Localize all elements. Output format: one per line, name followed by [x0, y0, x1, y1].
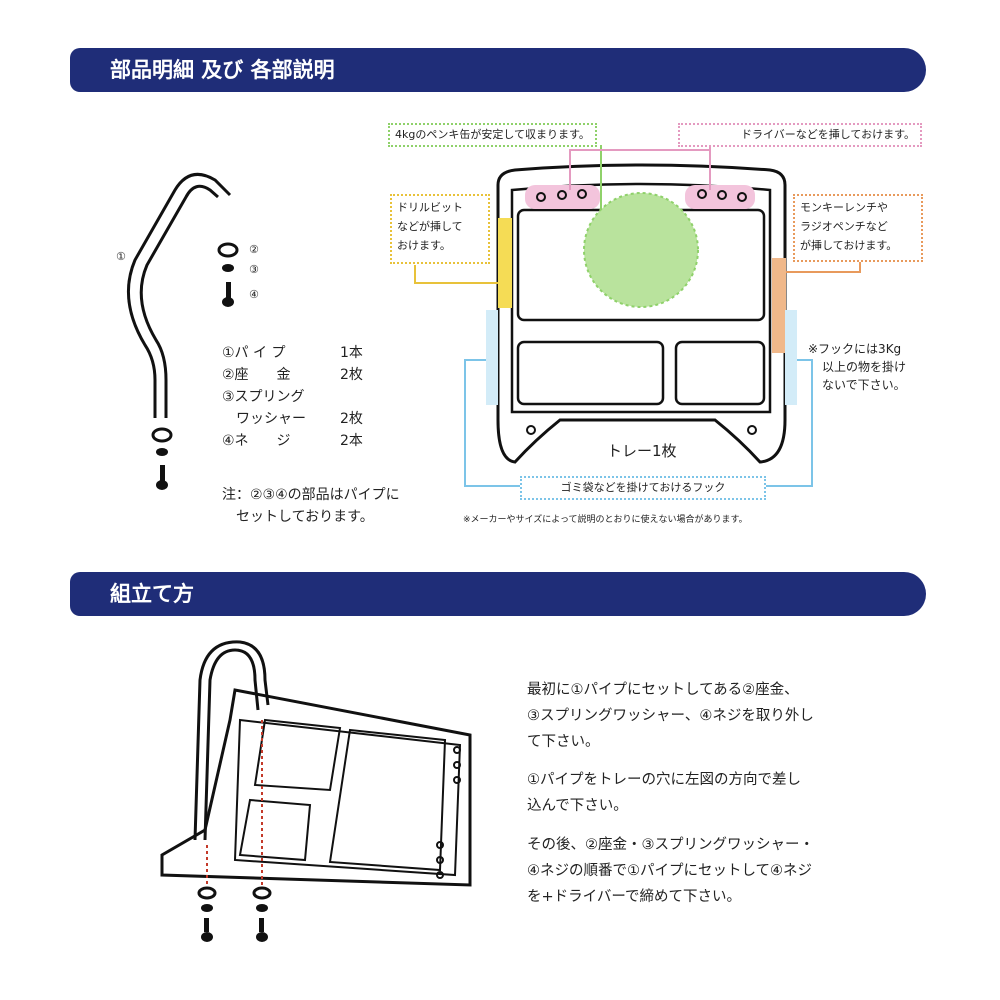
screw-label: ④: [249, 288, 259, 301]
section-banner-parts: 部品明細 及び 各部説明: [70, 48, 926, 92]
spring-washer-icon: [156, 264, 234, 456]
spring-washer-label: ③: [249, 263, 259, 276]
assembly-illustration: [160, 640, 472, 887]
assembly-fasteners: [197, 886, 272, 942]
tray-top-view: [486, 163, 797, 464]
section-title: 部品明細 及び 各部説明: [110, 58, 335, 82]
pipe-illustration: [126, 172, 232, 418]
callout-paint-can: 4kgのペンキ缶が安定して収まります。: [388, 123, 597, 147]
tray-label: トレー1枚: [607, 442, 677, 460]
callout-drill: ドリルビットなどが挿しておけます。: [390, 194, 490, 264]
callout-hook: ゴミ袋などを掛けておけるフック: [520, 476, 766, 500]
parts-row: ③スプリング: [222, 389, 305, 405]
section-title: 組立て方: [110, 582, 194, 606]
screw-icon: [156, 282, 234, 490]
parts-note: 注：②③④の部品はパイプに セットしております。: [222, 487, 400, 525]
washer-icon: [151, 242, 239, 443]
section-banner-assembly: 組立て方: [70, 572, 926, 616]
instruction-step-2: ①パイプをトレーの穴に左図の方向で差し込んで下さい。: [527, 772, 801, 814]
footnote: ※メーカーやサイズによって説明のとおりに使えない場合があります。: [463, 515, 748, 525]
washer-label: ②: [249, 243, 259, 256]
instruction-step-3: その後、②座金・③スプリングワッシャー・④ネジの順番で①パイプにセットして④ネジ…: [527, 837, 814, 905]
instruction-step-1: 最初に①パイプにセットしてある②座金、③スプリングワッシャー、④ネジを取り外して…: [527, 682, 814, 750]
pipe-label: ①: [116, 250, 126, 263]
callout-driver: ドライバーなどを挿しておけます。: [678, 123, 922, 147]
callout-wrench: モンキーレンチやラジオペンチなどが挿しておけます。: [793, 194, 923, 262]
